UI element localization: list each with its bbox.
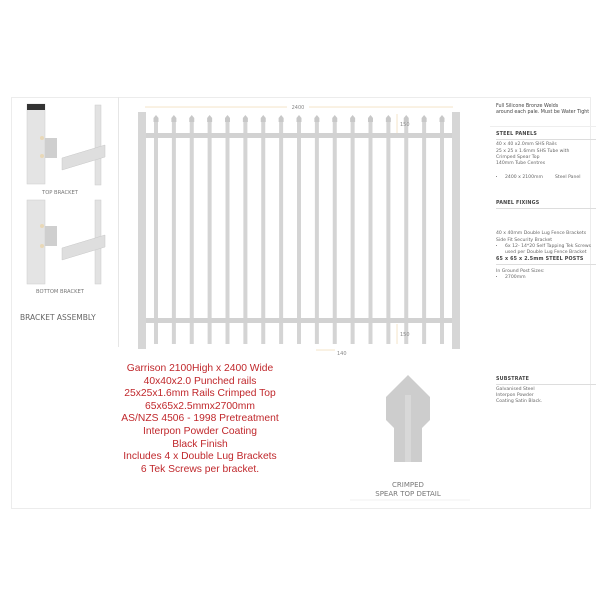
picket	[404, 119, 409, 344]
picket-spear-top	[242, 115, 248, 122]
picket	[243, 119, 248, 344]
spec-line: Galvanised Steel	[496, 386, 535, 392]
picket-spear-top	[296, 115, 302, 122]
picket	[171, 119, 176, 344]
spec-line: Side Fit Security Bracket	[496, 237, 553, 243]
panel-fixings-details: 40 x 40mm Double Lug Fence Brackets Side…	[496, 231, 596, 256]
picket	[314, 119, 319, 344]
top-rail	[146, 133, 452, 138]
screws-item: 6x 12- 14*20 Self Tapping Tek Screwsused…	[505, 244, 596, 256]
top-bracket-illustration	[26, 103, 106, 186]
description-line: Black Finish	[172, 438, 228, 450]
picket-spear-top	[260, 115, 266, 122]
picket-spear-top	[332, 115, 338, 122]
top-bracket-label: TOP BRACKET	[42, 190, 78, 196]
picket-spear-top	[225, 115, 230, 122]
description-line: 6 Tek Screws per bracket.	[140, 463, 260, 475]
drawing-frame	[11, 97, 591, 509]
spec-line: Interpon Powder	[496, 392, 534, 398]
post-size-item: 2700mm	[505, 275, 596, 281]
steel-posts-details: In Ground Post Sizes: 2700mm	[496, 269, 596, 281]
spec-line: 40 x 40 x2.0mm SHS Rails	[496, 142, 557, 148]
steel-posts-heading: 65 x 65 x 2.5mm STEEL POSTS	[496, 257, 584, 263]
spec-line: 25 x 25 x 1.6mm SHS Tube with	[496, 148, 570, 154]
steel-panels-details: 40 x 40 x2.0mm SHS Rails 25 x 25 x 1.6mm…	[496, 142, 596, 181]
picket	[189, 119, 194, 344]
picket-spear-top	[368, 115, 373, 122]
steel-panels-heading: STEEL PANELS	[496, 132, 537, 138]
bottom-rail	[146, 318, 452, 323]
picket-spear-top	[189, 115, 195, 122]
bottom-dimension-label: 150	[400, 332, 410, 338]
spear-detail-line1: CRIMPED	[392, 481, 424, 489]
picket	[279, 119, 284, 344]
picket-spear-top	[171, 115, 177, 122]
spear-detail-caption: CRIMPED SPEAR TOP DETAIL	[360, 481, 456, 499]
weld-note: Full Silicone Bronze Welds around each p…	[496, 104, 596, 116]
picket	[207, 119, 212, 344]
weld-note-line: around each pale. Must be Water Tight	[496, 110, 590, 116]
picket-spear-top	[403, 115, 409, 122]
spec-line: Crimped Spear Top	[496, 154, 540, 160]
picket	[440, 119, 444, 344]
spec-line: In Ground Post Sizes:	[496, 269, 545, 275]
picket-spear-top	[421, 115, 427, 122]
width-dimension-label: 2400	[292, 105, 305, 111]
picket	[225, 119, 230, 344]
picket	[368, 119, 373, 344]
bottom-bracket-illustration	[26, 199, 106, 285]
picket-spear-top	[350, 115, 356, 122]
spec-line: Coating Satin Black.	[496, 399, 543, 405]
panel-fixings-heading: PANEL FIXINGS	[496, 201, 540, 207]
bottom-bracket-label: BOTTOM BRACKET	[36, 289, 84, 295]
divider	[118, 97, 119, 347]
spear-detail-line2: SPEAR TOP DETAIL	[375, 490, 441, 498]
bracket-assembly-title: BRACKET ASSEMBLY	[20, 313, 96, 322]
description-line: Includes 4 x Double Lug Brackets	[123, 451, 277, 463]
picket	[386, 119, 391, 344]
bracket-assembly-illustration	[26, 103, 106, 285]
specs-panel: Full Silicone Bronze Welds around each p…	[490, 104, 596, 406]
substrate-heading: SUBSTRATE	[496, 376, 530, 382]
spear-top-detail-illustration	[386, 375, 430, 462]
substrate-details: Galvanised Steel Interpon Powder Coating…	[496, 387, 596, 406]
picket-spear-top	[278, 115, 284, 122]
picket-spear-top	[314, 115, 320, 122]
picket-spear-top	[439, 115, 445, 122]
spacing-dimension-label: 140	[337, 351, 347, 357]
description-line: Garrison 2100High x 2400 Wide	[126, 363, 274, 374]
picket-spear-top	[207, 115, 213, 122]
picket-spear-top	[385, 115, 391, 122]
pickets	[153, 115, 445, 344]
description-line: AS/NZS 4506 - 1998 Pretreatment	[121, 413, 279, 425]
picket	[297, 119, 301, 344]
picket	[350, 119, 355, 344]
weld-note-line: Full Silicone Bronze Welds	[496, 104, 559, 109]
left-post	[138, 112, 146, 349]
picket	[332, 119, 337, 344]
picket	[422, 119, 427, 344]
description-line: 25x25x1.6mm Rails Crimped Top	[124, 388, 276, 400]
picket-spear-top	[153, 115, 159, 122]
picket	[154, 119, 158, 344]
top-dimension-label: 150	[400, 122, 410, 128]
right-post	[452, 112, 460, 349]
description-line: 40x40x2.0 Punched rails	[143, 375, 257, 387]
description-line: Interpon Powder Coating	[143, 425, 257, 437]
spec-line: 140mm Tube Centres	[496, 161, 546, 167]
spec-line: 40 x 40mm Double Lug Fence Brackets	[496, 231, 587, 237]
description-line: 65x65x2.5mmx2700mm	[145, 400, 255, 412]
picket	[261, 119, 266, 344]
